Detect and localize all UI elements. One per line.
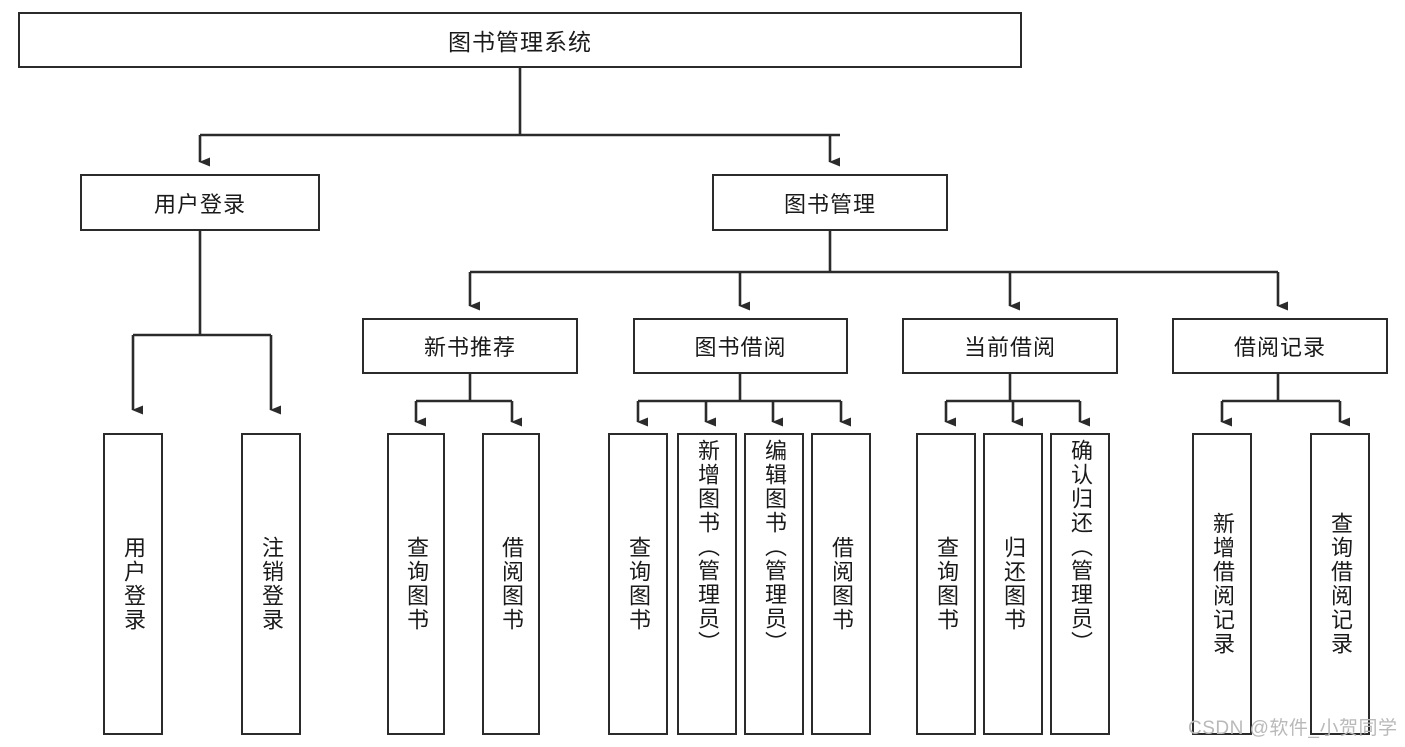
- node-root-system[interactable]: 图书管理系统: [18, 12, 1022, 68]
- node-leaf-query-book-3[interactable]: 查询图书: [916, 433, 976, 735]
- node-leaf-borrow-book-2[interactable]: 借阅图书: [811, 433, 871, 735]
- node-leaf-user-login[interactable]: 用户登录: [103, 433, 163, 735]
- node-leaf-return-book[interactable]: 归还图书: [983, 433, 1043, 735]
- watermark-text: CSDN @软件_小贺同学: [1188, 718, 1398, 739]
- node-new-book-recommend[interactable]: 新书推荐: [362, 318, 578, 374]
- node-leaf-add-book[interactable]: 新增图书（管理员）: [677, 433, 737, 735]
- node-leaf-add-borrow-record[interactable]: 新增借阅记录: [1192, 433, 1252, 735]
- node-current-borrow[interactable]: 当前借阅: [902, 318, 1118, 374]
- node-borrow-record[interactable]: 借阅记录: [1172, 318, 1388, 374]
- node-user-login[interactable]: 用户登录: [80, 174, 320, 231]
- node-leaf-confirm-return[interactable]: 确认归还（管理员）: [1050, 433, 1110, 735]
- node-leaf-query-book-1[interactable]: 查询图书: [387, 433, 445, 735]
- node-leaf-edit-book[interactable]: 编辑图书（管理员）: [744, 433, 804, 735]
- node-leaf-borrow-book-1[interactable]: 借阅图书: [482, 433, 540, 735]
- node-book-borrow[interactable]: 图书借阅: [633, 318, 848, 374]
- node-leaf-query-book-2[interactable]: 查询图书: [608, 433, 668, 735]
- node-book-management[interactable]: 图书管理: [712, 174, 948, 231]
- node-leaf-query-borrow-record[interactable]: 查询借阅记录: [1310, 433, 1370, 735]
- node-leaf-logout-login[interactable]: 注销登录: [241, 433, 301, 735]
